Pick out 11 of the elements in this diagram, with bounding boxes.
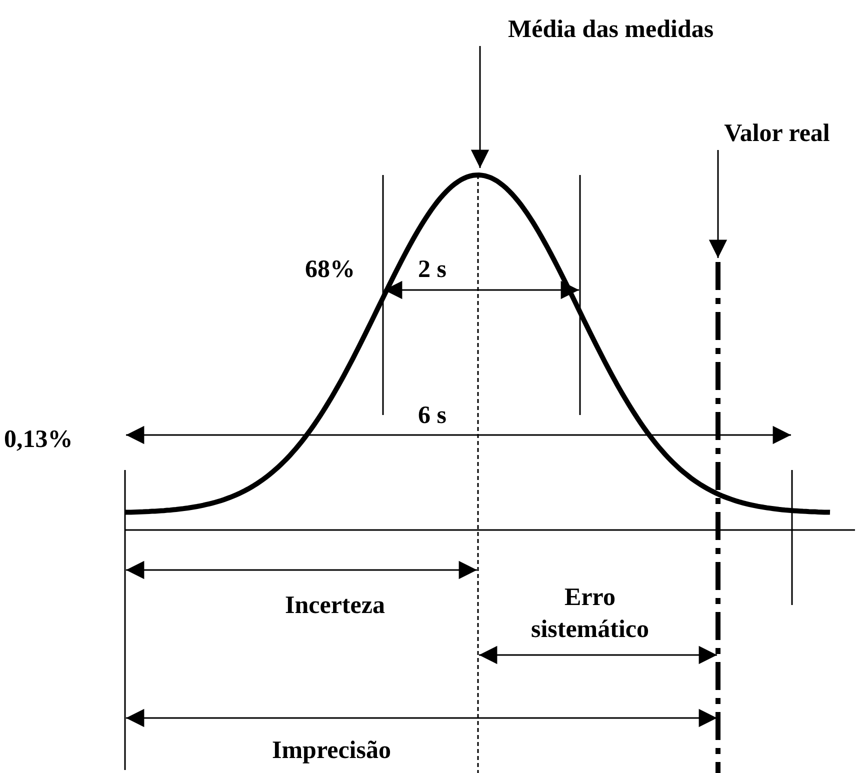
dimension-label: Imprecisão [272, 736, 391, 766]
pointer-label: Valor real [712, 118, 842, 150]
dimension-label: 0,13% [4, 425, 73, 455]
dimension-label: 68% [305, 255, 355, 285]
leader-line [708, 150, 728, 258]
dimension-label: 2 s [418, 255, 446, 285]
dimension-label: Erro sistemático [530, 583, 650, 645]
pointer-label: Média das medidas [470, 14, 800, 46]
dimension-label: Incerteza [285, 591, 385, 621]
leader-line [470, 46, 490, 168]
dimension-label: 6 s [418, 401, 446, 431]
